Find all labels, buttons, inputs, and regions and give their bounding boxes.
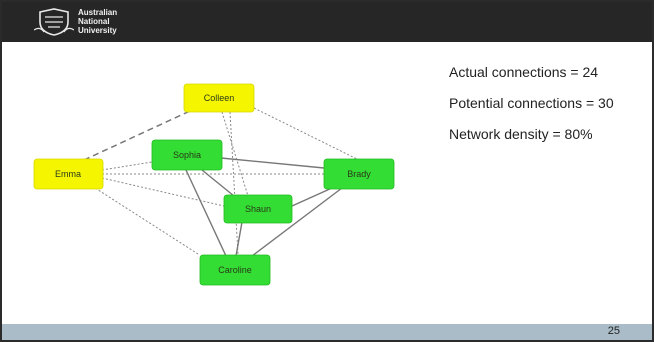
- edge-emma-sophia: [101, 161, 153, 171]
- node-colleen: Colleen: [183, 83, 255, 113]
- network-density-text: Network density = 80%: [449, 126, 593, 142]
- logo-line-3: University: [78, 26, 117, 35]
- node-emma: Emma: [33, 158, 104, 190]
- node-label-emma: Emma: [55, 169, 81, 179]
- network-diagram: Colleen Sophia Emma Brady Shaun Caroline: [33, 83, 395, 286]
- edge-brady-caroline: [251, 187, 343, 257]
- node-caroline: Caroline: [199, 254, 271, 286]
- edge-colleen-shaun: [221, 111, 249, 197]
- actual-connections-text: Actual connections = 24: [449, 64, 599, 80]
- node-label-shaun: Shaun: [245, 204, 271, 214]
- node-label-colleen: Colleen: [204, 93, 235, 103]
- edge-shaun-caroline: [235, 221, 243, 257]
- node-shaun: Shaun: [223, 194, 293, 224]
- footer-bar: 25: [2, 324, 652, 340]
- edge-sophia-caroline: [185, 169, 227, 257]
- page-number: 25: [607, 325, 620, 337]
- edge-emma-shaun: [101, 177, 225, 207]
- edge-emma-caroline: [91, 185, 199, 255]
- edge-sophia-shaun: [201, 169, 235, 197]
- stats-panel: Actual connections = 24 Potential connec…: [449, 64, 654, 157]
- crest-icon: [34, 8, 74, 36]
- edge-colleen-brady: [253, 107, 360, 161]
- node-brady: Brady: [323, 158, 395, 190]
- node-label-sophia: Sophia: [173, 150, 201, 160]
- edge-sophia-brady: [220, 157, 325, 169]
- header-bar: Australian National University: [2, 2, 652, 42]
- node-label-brady: Brady: [347, 169, 371, 179]
- edge-colleen-caroline: [229, 111, 239, 255]
- university-logo: Australian National University: [34, 6, 154, 38]
- edges: [83, 97, 360, 257]
- logo-wordmark: Australian National University: [78, 8, 117, 35]
- logo-line-2: National: [78, 17, 110, 26]
- node-sophia: Sophia: [151, 139, 223, 171]
- edge-shaun-brady: [291, 187, 333, 207]
- potential-connections-text: Potential connections = 30: [449, 95, 614, 111]
- node-label-caroline: Caroline: [218, 265, 252, 275]
- logo-line-1: Australian: [78, 8, 118, 17]
